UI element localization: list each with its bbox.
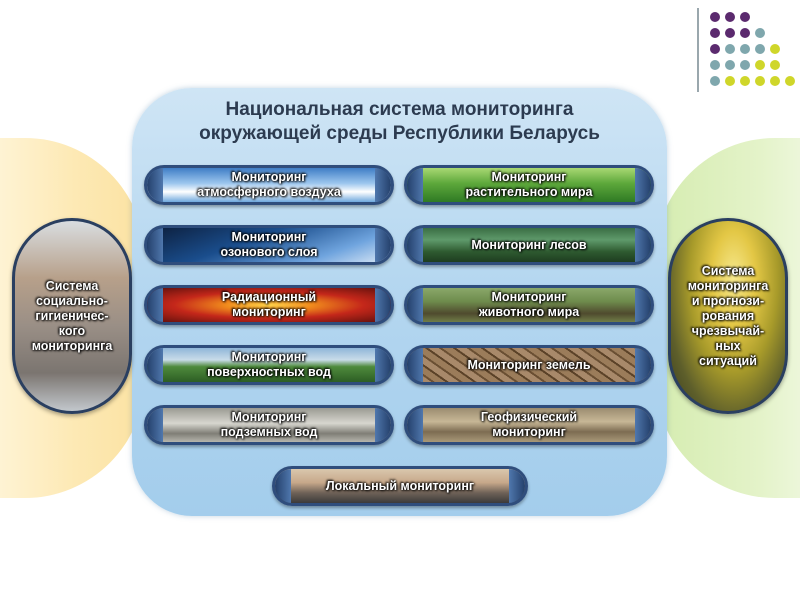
decorative-dot <box>725 44 735 54</box>
decorative-dot <box>710 44 720 54</box>
oval-label-line: ситуаций <box>699 353 757 368</box>
decorative-dot <box>710 12 720 22</box>
decorative-dot <box>740 28 750 38</box>
oval-label-line: рования <box>701 308 755 323</box>
decorative-dot <box>770 76 780 86</box>
decorative-dot <box>710 28 720 38</box>
oval-label-line: ных <box>715 338 741 353</box>
pill-label-line: Мониторинг <box>231 350 307 364</box>
pill-label-line: Мониторинг <box>491 290 567 304</box>
decorative-dot <box>770 44 780 54</box>
decorative-divider-line <box>697 8 699 92</box>
decorative-dot <box>740 60 750 70</box>
pill-label-line: Мониторинг <box>491 170 567 184</box>
pill-label-line: Мониторинг <box>231 410 307 424</box>
decorative-dot-grid <box>710 12 800 92</box>
pill-label-line: Геофизический <box>480 410 578 424</box>
diagram-title: Национальная система мониторинга окружаю… <box>132 98 667 146</box>
pill-label-line: мониторинг <box>232 305 306 319</box>
pill-label-line: мониторинг <box>492 425 566 439</box>
title-line-2: окружающей среды Республики Беларусь <box>199 123 600 144</box>
pill-label-line: Мониторинг <box>231 170 307 184</box>
pill-label-line: Локальный мониторинг <box>325 478 475 493</box>
oval-label-line: гигиеничес- <box>35 308 109 323</box>
decorative-dot <box>755 44 765 54</box>
pill-forest-monitoring: Мониторинг лесов <box>404 225 654 265</box>
pill-label-line: животного мира <box>478 305 580 319</box>
decorative-dot <box>710 60 720 70</box>
oval-label-line: чрезвычай- <box>691 323 765 338</box>
pill-label-line: подземных вод <box>220 425 318 439</box>
decorative-dot <box>755 28 765 38</box>
pill-label-line: Мониторинг <box>231 230 307 244</box>
oval-label-line: и прогнози- <box>691 293 765 308</box>
decorative-dot <box>785 76 795 86</box>
decorative-dot <box>755 76 765 86</box>
oval-label-line: Система <box>45 278 99 293</box>
oval-label-line: социально- <box>36 293 108 308</box>
oval-label-line: мониторинга <box>687 278 769 293</box>
pill-label-line: озонового слоя <box>220 245 318 259</box>
pill-label-line: Мониторинг земель <box>467 357 591 372</box>
oval-label-line: кого <box>58 323 86 338</box>
decorative-dot <box>725 28 735 38</box>
pill-label-line: Мониторинг лесов <box>471 237 587 252</box>
decorative-dot <box>740 44 750 54</box>
oval-label-line: Система <box>701 263 755 278</box>
decorative-dot <box>710 76 720 86</box>
pill-label-line: поверхностных вод <box>207 365 331 379</box>
decorative-dot <box>755 60 765 70</box>
pill-label-line: растительного мира <box>465 185 593 199</box>
pill-land-monitoring: Мониторинг земель <box>404 345 654 385</box>
decorative-dot <box>725 76 735 86</box>
decorative-dot <box>770 60 780 70</box>
decorative-dot <box>740 76 750 86</box>
decorative-dot <box>725 60 735 70</box>
pill-local-monitoring: Локальный мониторинг <box>272 466 528 506</box>
decorative-dot <box>725 12 735 22</box>
title-line-1: Национальная система мониторинга <box>225 99 574 120</box>
pill-label-line: атмосферного воздуха <box>197 185 341 199</box>
decorative-dot <box>740 12 750 22</box>
oval-label-line: мониторинга <box>31 338 113 353</box>
pill-label-line: Радиационный <box>221 290 317 304</box>
